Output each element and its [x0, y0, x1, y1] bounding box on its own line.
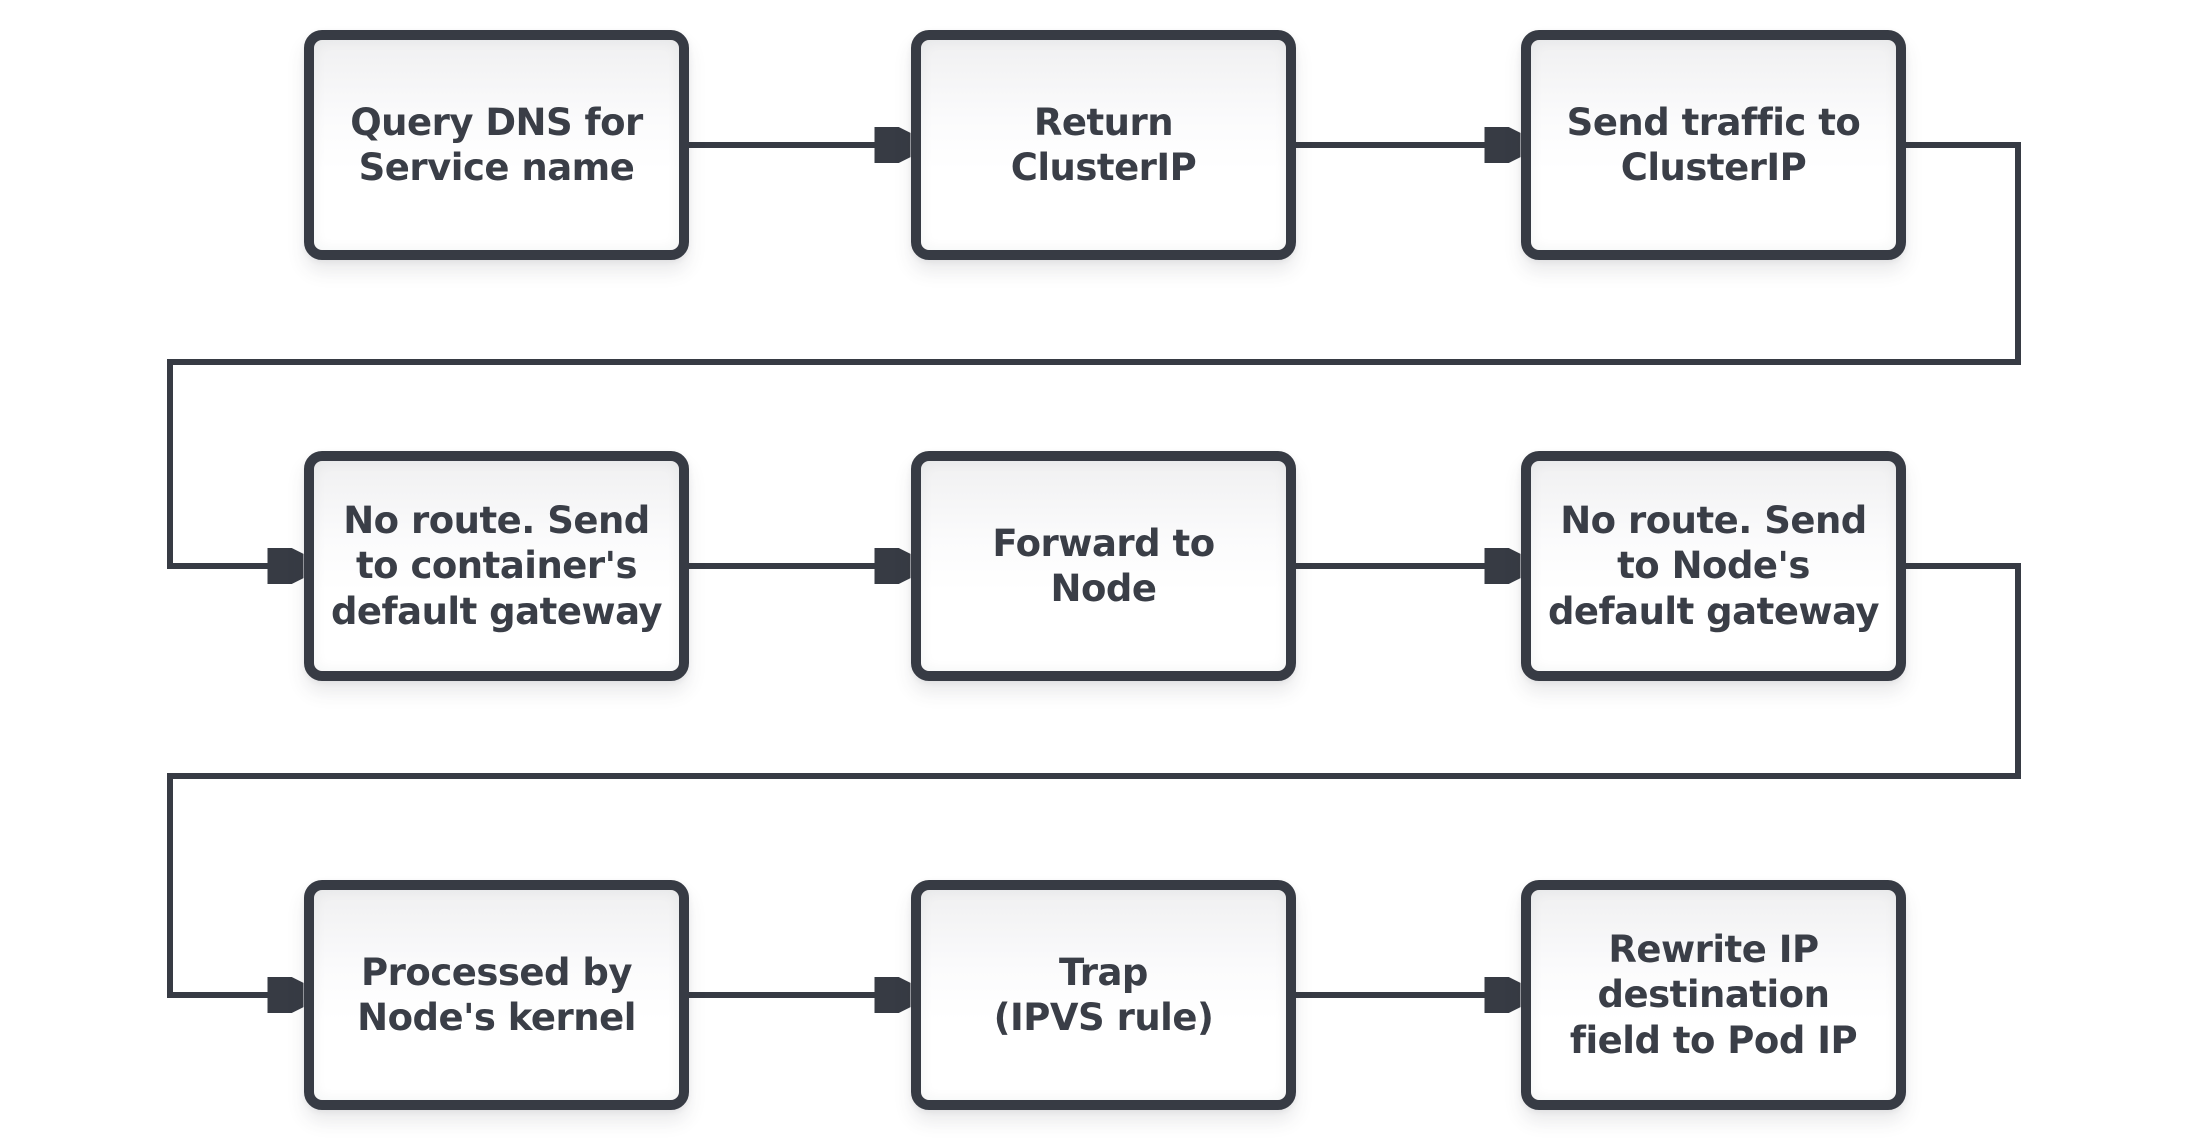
flow-step-no-route-send-to-containers-default-gateway: No route. Send to container's default ga…: [304, 451, 689, 681]
flow-step-label: Processed by Node's kernel: [357, 950, 636, 1039]
flow-step-label: No route. Send to Node's default gateway: [1547, 499, 1880, 633]
flow-step-label: Send traffic to ClusterIP: [1566, 100, 1861, 189]
flow-step-processed-by-nodes-kernel: Processed by Node's kernel: [304, 880, 689, 1110]
flow-step-label: Query DNS for Service name: [350, 100, 643, 189]
flow-step-label: Forward to Node: [992, 521, 1215, 610]
flow-step-send-traffic-to-clusterip: Send traffic to ClusterIP: [1521, 30, 1906, 260]
arrow-wrap-no-route-node-to-processed-kernel: [167, 563, 2021, 995]
flow-step-label: No route. Send to container's default ga…: [330, 499, 663, 633]
flow-step-rewrite-ip-destination-field-to-pod-ip: Rewrite IP destination field to Pod IP: [1521, 880, 1906, 1110]
flow-step-forward-to-node: Forward to Node: [911, 451, 1296, 681]
flow-step-query-dns-for-service-name: Query DNS for Service name: [304, 30, 689, 260]
flow-step-no-route-send-to-nodes-default-gateway: No route. Send to Node's default gateway: [1521, 451, 1906, 681]
flow-step-return-clusterip: Return ClusterIP: [911, 30, 1296, 260]
flow-step-label: Rewrite IP destination field to Pod IP: [1569, 928, 1858, 1062]
arrow-wrap-send-traffic-to-no-route-container: [167, 142, 2021, 566]
flow-step-label: Return ClusterIP: [1010, 100, 1197, 189]
flow-step-label: Trap (IPVS rule): [993, 950, 1214, 1039]
flow-step-trap-ipvs-rule: Trap (IPVS rule): [911, 880, 1296, 1110]
